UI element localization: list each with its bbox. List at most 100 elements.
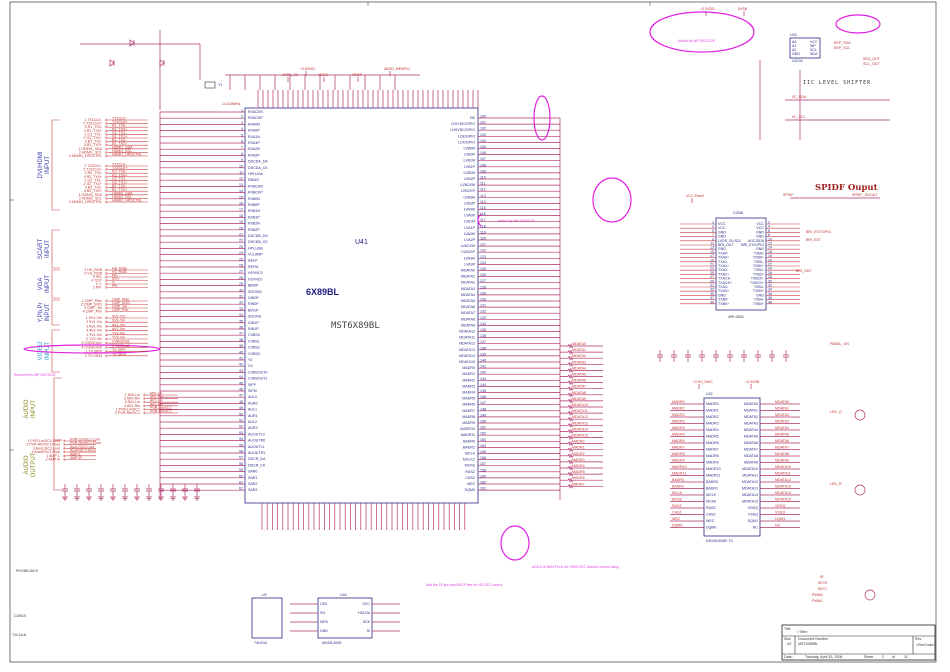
transistor-icon (854, 484, 866, 496)
resistor (560, 343, 603, 349)
connector-pin-label: 3 B1_TX2- (85, 140, 103, 144)
chip-pin-name: LVSYNC/GPIO (451, 122, 475, 126)
net-label: SV1-Cin (112, 315, 125, 319)
section-label-line: INPUT (45, 303, 51, 321)
connector-pin-label: 2 AMP-R (46, 458, 61, 462)
pin-number: 17 (710, 254, 714, 258)
off-page-connector-icon: ⊗ (105, 299, 108, 303)
eeprom-u43[interactable]: U43 24C04 A0 A1 A2 GND VCC WP SCL SDA (789, 33, 821, 63)
chip-pin-name: SAR1 (248, 476, 257, 480)
resistor (560, 416, 603, 422)
memory-pin-name: BADR0 (706, 480, 718, 484)
capacitor (146, 484, 152, 497)
pin-number: 3 (712, 225, 714, 229)
connector-ref: CON8 (733, 211, 743, 215)
net-label: MDATA11 (572, 409, 588, 413)
chip-pin-name: LVB2P (464, 177, 476, 181)
chip-pin-name: MDATA13 (459, 348, 475, 352)
resistor (560, 453, 603, 459)
chip-pin-number: 135 (480, 328, 486, 332)
memory-u42[interactable]: U42 K4D261638F-TC (703, 392, 761, 543)
connector-pin-name: GND (718, 293, 726, 297)
chip-pin-number: 103 (480, 133, 486, 137)
memory-pin-name: MADR7 (706, 448, 719, 452)
eeprom-ref: U43 (790, 33, 797, 37)
crystal-ref: Y1 (218, 83, 222, 87)
chip-pin-number: 38 (239, 338, 243, 342)
section-label-line: Y,Pb,Pr (38, 303, 44, 323)
net-label: MADR1 (672, 407, 685, 411)
power-rail-label: AVDD_33 (282, 73, 298, 77)
section-label-line: INPUT (31, 400, 37, 418)
chip-pin-number: 27 (239, 270, 243, 274)
chip-pin-name: LVA0P (464, 214, 475, 218)
net-label: MDATA3 (572, 360, 586, 364)
chip-pin-number: 47 (239, 394, 243, 398)
connector-pin-label: 3 CMP_Yin (84, 306, 102, 310)
chip-pin-name: AUOUTL0 (248, 432, 265, 436)
net-label: PVR-Rin/SC1 (150, 410, 172, 414)
memory-pin-name: MDATA8 (744, 454, 758, 458)
chip-pin-name: DDCDA_DA (248, 160, 268, 164)
net-label: MADR0 (672, 400, 685, 404)
chip-pin-number: 138 (480, 346, 486, 350)
ground-icon (158, 496, 164, 501)
chip-pin-number: 159 (480, 474, 486, 478)
connector-pin-name: TXA3+ (718, 289, 729, 293)
net-label: TV2-Vin (112, 336, 125, 340)
lvds-connector-con8[interactable]: CON8 40P-0830 (715, 211, 767, 319)
chip-pin-name: MADR3 (462, 384, 475, 388)
connector-pin-name: TXB2+ (753, 272, 764, 276)
memory-pin-name: RASZ (706, 506, 716, 510)
main-ic-u41[interactable]: U41 6X89BL MST6X89BL (244, 107, 479, 504)
chip-pin-name: Y0 (248, 358, 252, 362)
pin-number: 33 (710, 288, 714, 292)
chip-pin-name: LVB3P (464, 201, 476, 205)
resistor (560, 349, 603, 355)
connector-pin-label: 3 AV1-Lin (125, 400, 140, 404)
chip-pin-number: 139 (480, 352, 486, 356)
section-label: DVI/HDMIINPUT (38, 151, 51, 178)
chip-pin-number: 150 (480, 420, 486, 424)
connector-pin-name: TXB0- (718, 298, 729, 302)
net-label: TX2CLK- (112, 163, 128, 167)
chip-pin-number: 59 (239, 468, 243, 472)
net-label: MDATA10 (572, 403, 588, 407)
net-label: TX1CLK+ (112, 120, 128, 124)
section-label-line: VGA (38, 278, 44, 291)
memory-pin-name: MCKE (706, 500, 717, 504)
chip-pin-number: 62 (239, 487, 243, 491)
pin-number: 35 (710, 292, 714, 296)
chip-pin-number: 21 (239, 233, 243, 237)
net-label: MDATA4 (775, 426, 789, 430)
resistor (560, 373, 603, 380)
chip-pin-number: 158 (480, 468, 486, 472)
power-rail-label: +3.3VDD (700, 7, 715, 11)
net-label: MADR5 (572, 470, 585, 474)
chip-pin-name: MDATA7 (461, 311, 475, 315)
net-label: MDATA9 (775, 459, 789, 463)
net-label: DQM1 (775, 517, 785, 521)
net-label: MADR1 (572, 446, 585, 450)
chip-pin-number: 142 (480, 371, 486, 375)
buffer-u9[interactable]: U9 74HC04 (251, 593, 283, 645)
connector-pin-name: TXA2- (718, 268, 729, 272)
chip-pin-number: 10 (239, 164, 243, 168)
off-page-connector-icon: ⊗ (105, 150, 108, 154)
chip-pin-name: LVA3P (464, 262, 475, 266)
section-label: Y,Pb,PrINPUT (38, 303, 51, 323)
pin-number: 38 (768, 296, 772, 300)
flash-u44[interactable]: U44 MX25L4005 (317, 593, 373, 645)
net-label: DQM0 (672, 524, 682, 528)
memory-pin-name: WEZ (706, 519, 715, 523)
chip-pin-number: 115 (480, 206, 486, 210)
net-label: SV1-Yin (112, 319, 125, 323)
connector-pin-label: 1 CMP_Pbin (82, 299, 102, 303)
rev-label: Rev (915, 637, 922, 641)
chip-pin-number: 9 (241, 158, 243, 162)
net-label: MDATA12 (572, 415, 588, 419)
pin-number: 9 (712, 237, 714, 241)
connector-pin-label: 1 G1_TX1- (84, 132, 102, 136)
chip-pin-name: MDATA11 (459, 336, 475, 340)
